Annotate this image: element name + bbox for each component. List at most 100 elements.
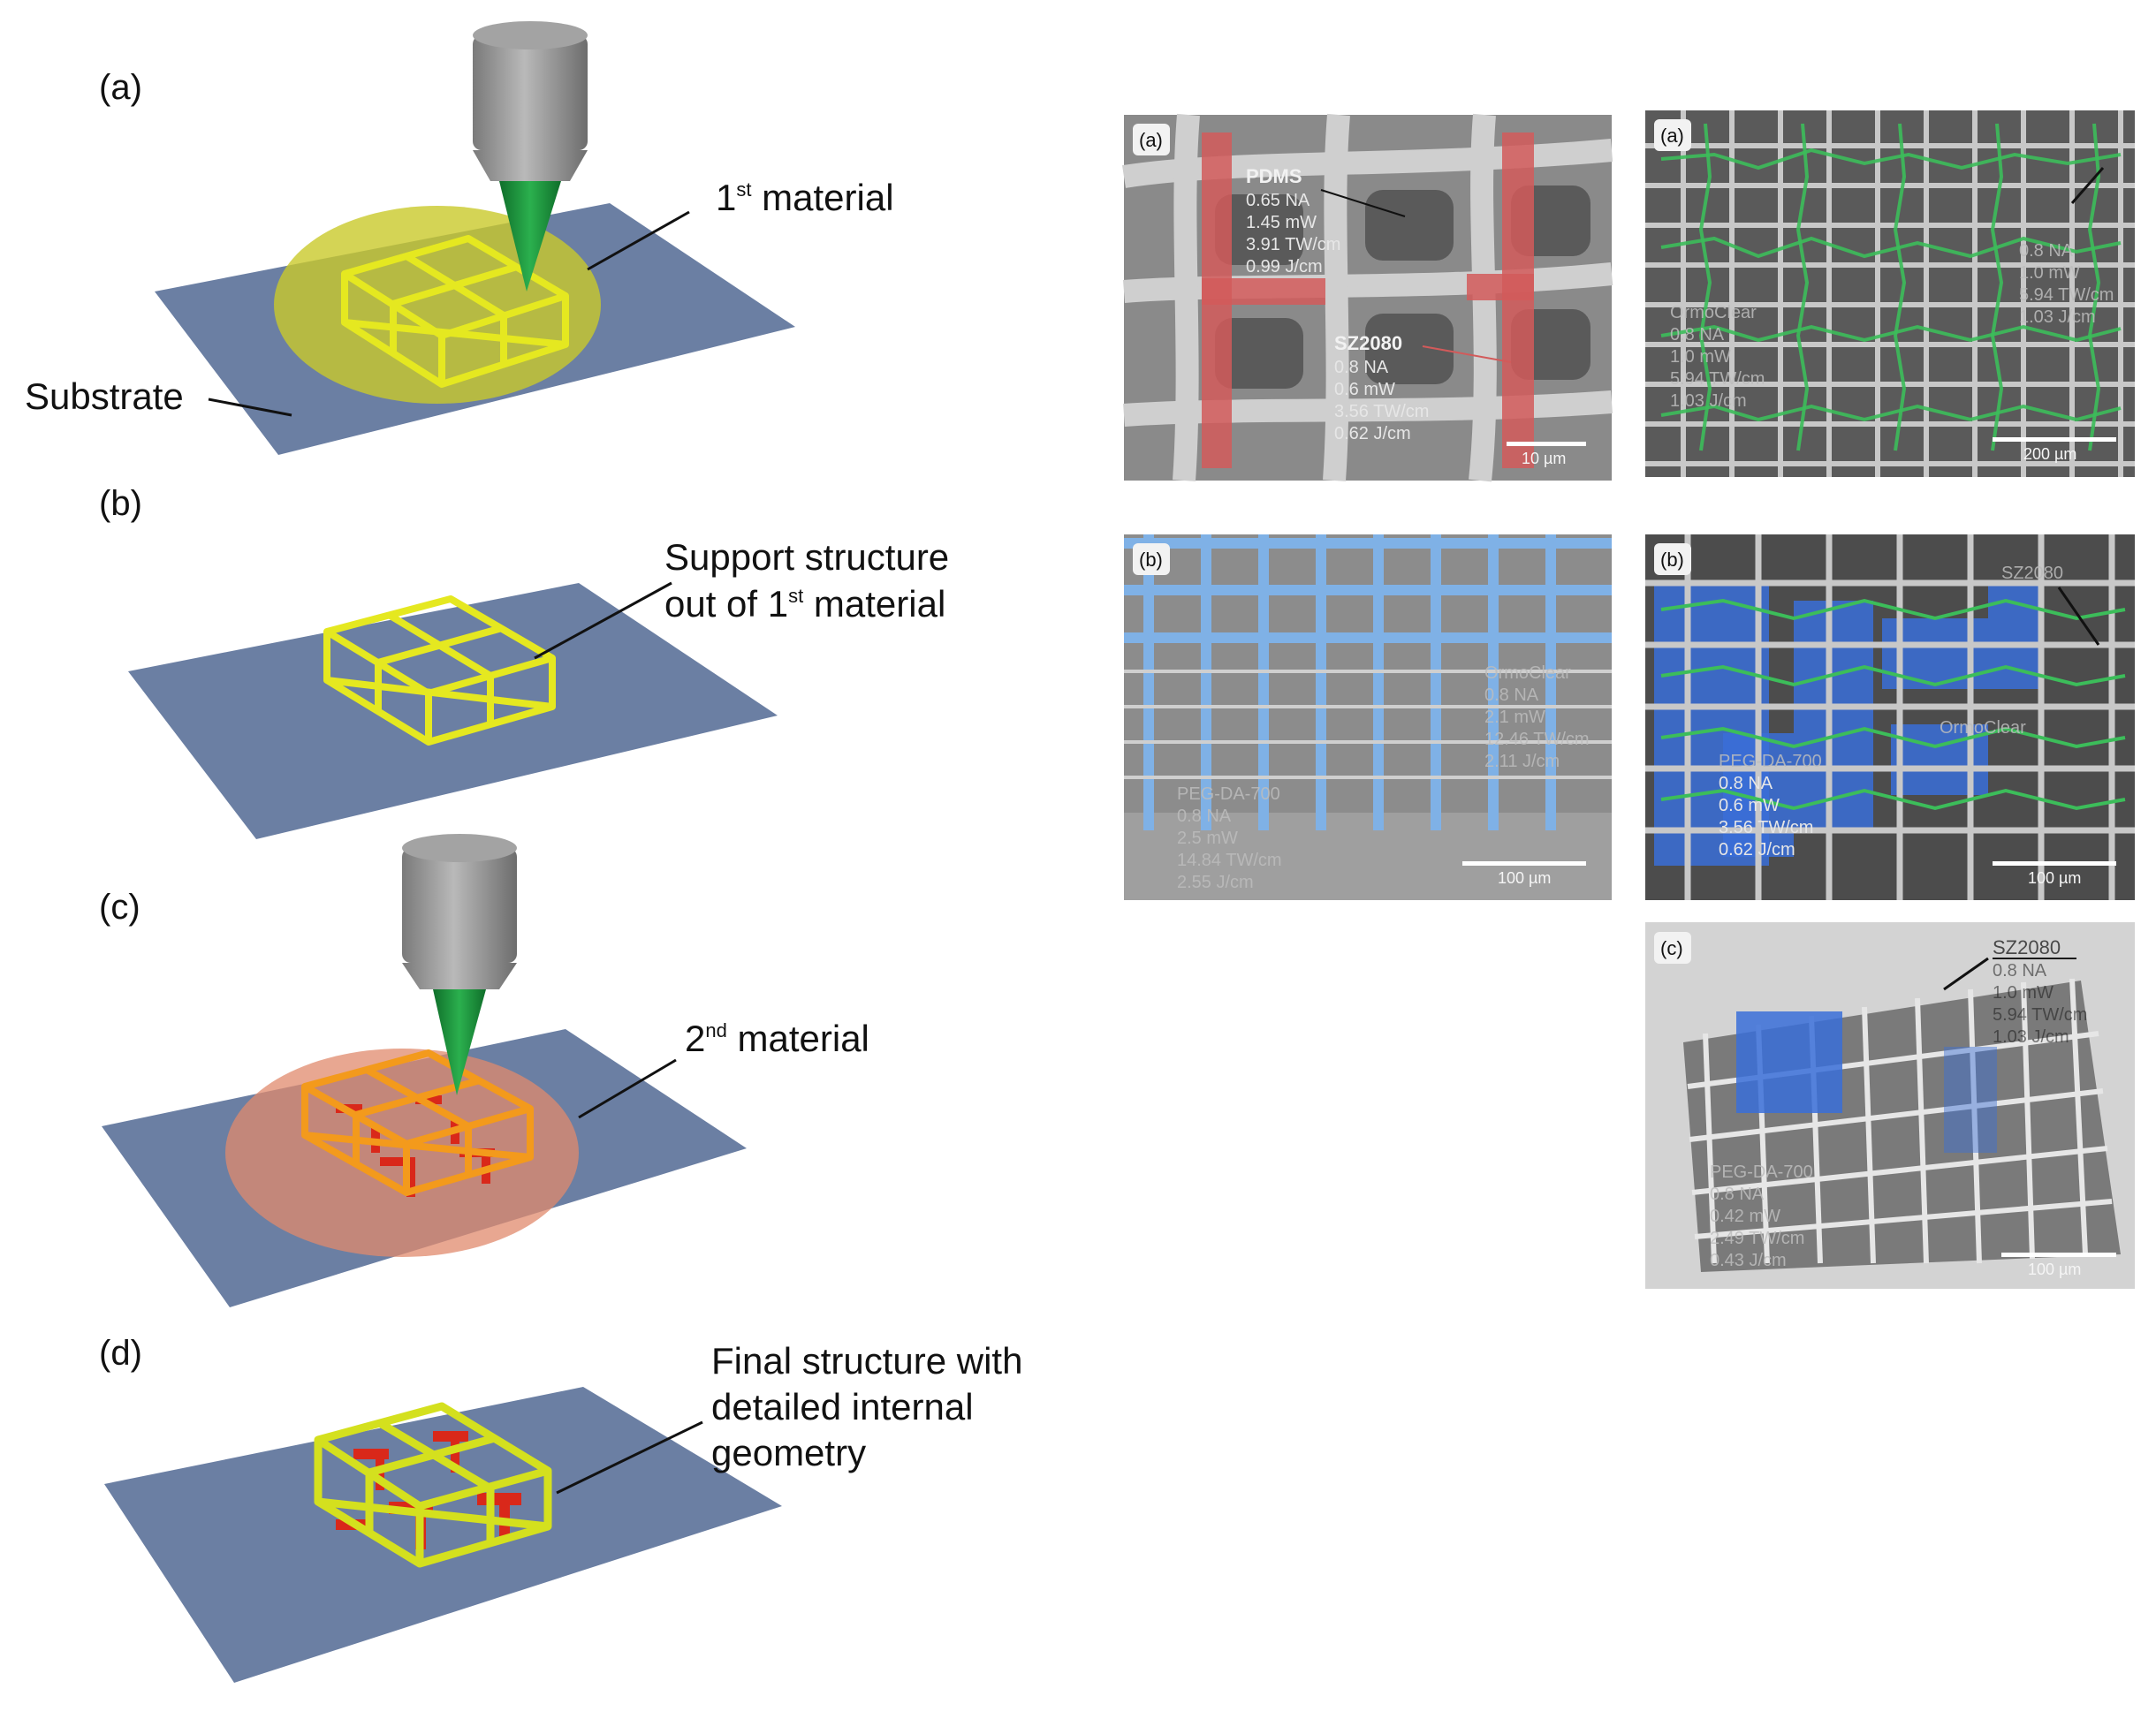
mat2-line-2: 1.0 mW xyxy=(2019,263,2080,283)
mat1-line-2: 1.0 mW xyxy=(1670,347,1731,367)
step-b-label: (b) xyxy=(99,484,142,523)
mat2-line-3: 5.94 TW/cm xyxy=(2019,285,2114,305)
mat3-line-3: 3.56 TW/cm xyxy=(1719,818,1813,837)
substrate-plate xyxy=(128,583,778,839)
laser-beam xyxy=(433,989,486,1095)
callout-leader xyxy=(587,210,690,271)
callout-second-material: 2nd material xyxy=(685,1018,869,1059)
sem-gray-inner xyxy=(1124,670,1612,779)
mat2-arrow xyxy=(1422,345,1512,363)
callout-final-line2: detailed internal xyxy=(711,1386,974,1427)
mat1-line-1: 0.8 NA xyxy=(1670,325,1725,345)
mat1-line-4: 2.11 J/cm xyxy=(1484,752,1560,771)
callout-leader xyxy=(534,581,672,660)
step-b: (b) Support structure out of 1st materia… xyxy=(99,484,949,839)
step-c: (c) 2n xyxy=(99,834,869,1307)
scale-bar xyxy=(1993,437,2116,442)
mat2-name: PEG-DA-700 xyxy=(1177,784,1280,804)
sem-top-left: (a) PDMS 0.65 NA 1.45 mW 3.91 TW/cm 0.99… xyxy=(1121,113,1613,482)
callout-final-line3: geometry xyxy=(711,1432,866,1473)
support-lattice xyxy=(323,595,556,746)
corner-label: (b) xyxy=(1139,549,1163,571)
mat2-line-1: 0.8 NA xyxy=(1710,1185,1765,1204)
mat1-name: PDMS xyxy=(1246,165,1302,187)
objective-lens xyxy=(473,21,588,181)
mat1-line-1: 0.8 NA xyxy=(1993,961,2047,981)
scale-label: 100 µm xyxy=(2028,869,2081,887)
corner-tag xyxy=(1133,124,1170,155)
objective-lens xyxy=(402,834,517,989)
sem-grid xyxy=(1645,110,2135,477)
substrate-plate xyxy=(104,1387,782,1683)
support-lattice xyxy=(341,235,569,388)
mat2-line-1: 0.8 NA xyxy=(2019,241,2074,261)
substrate-leader xyxy=(208,398,292,417)
mat2-line-2: 2.5 mW xyxy=(1177,829,1238,848)
step-d: (d) Final structure with detailed in xyxy=(99,1334,1022,1683)
mat1-line-2: 1.45 mW xyxy=(1246,213,1317,232)
sem-mid-right: (b) SZ2080 OrmoClear PEG-DA-700 0.8 NA 0… xyxy=(1645,534,2135,900)
mat2-line-1: 0.8 NA xyxy=(1177,806,1232,826)
mat1-line-3: 12.46 TW/cm xyxy=(1484,730,1590,749)
callout-first-material: 1st material xyxy=(716,177,894,218)
mat1-line-4: 1.03 J/cm xyxy=(1670,391,1747,411)
mat1-name: OrmoClear xyxy=(1670,303,1757,322)
corner-label: (a) xyxy=(1139,129,1163,151)
mat2-line-3: 14.84 TW/cm xyxy=(1177,851,1282,870)
step-a: (a) 1st material Substrate xyxy=(25,21,894,455)
corner-tag xyxy=(1654,119,1691,151)
mat1-name: SZ2080 xyxy=(2001,564,2063,583)
mat1-line-4: 1.03 J/cm xyxy=(1993,1027,2069,1047)
scale-bar xyxy=(2001,1253,2116,1257)
mat2-line-4: 1.03 J/cm xyxy=(2019,307,2096,327)
mat2-line-4: 0.43 J/cm xyxy=(1710,1251,1787,1270)
sem-grid xyxy=(1121,113,1613,482)
second-material-droplet xyxy=(225,1049,579,1257)
sem-green-overlay xyxy=(1660,598,2126,811)
mat1-line-2: 2.1 mW xyxy=(1484,708,1545,727)
step-d-label: (d) xyxy=(99,1334,142,1373)
mat3-line-2: 0.6 mW xyxy=(1719,796,1780,815)
mat2-name: PEG-DA-700 xyxy=(1710,1162,1813,1182)
callout-final-line1: Final structure with xyxy=(711,1340,1022,1382)
sem-mid-left: (b) OrmoClear 0.8 NA 2.1 mW 12.46 TW/cm … xyxy=(1124,534,1612,900)
mat3-line-1: 0.8 NA xyxy=(1719,774,1773,793)
mat2-name: SZ2080 xyxy=(1334,332,1402,354)
mat1-line-3: 3.91 TW/cm xyxy=(1246,235,1340,254)
sem-bottom-right: (c) SZ2080 0.8 NA 1.0 mW 5.94 TW/cm 1.03… xyxy=(1645,922,2135,1289)
scale-label: 100 µm xyxy=(1498,869,1551,887)
callout-support-line2: out of 1st material xyxy=(664,583,945,625)
sem-grid xyxy=(1645,534,2135,900)
mat2-line-1: 0.8 NA xyxy=(1334,358,1389,377)
mat3-name: PEG-DA-700 xyxy=(1719,752,1822,771)
mat1-line-3: 5.94 TW/cm xyxy=(1993,1005,2087,1025)
corner-label: (b) xyxy=(1660,549,1684,571)
scale-label: 200 µm xyxy=(2023,445,2076,463)
corner-label: (c) xyxy=(1660,937,1683,959)
scale-bar xyxy=(1507,442,1586,446)
mat2-line-2: 0.42 mW xyxy=(1710,1207,1780,1226)
sem-blue-block xyxy=(1736,1011,1997,1153)
sem-top-right: (a) OrmoClear 0.8 NA 1.0 mW 5.94 TW/cm 1… xyxy=(1645,110,2135,477)
mat1-line-4: 0.99 J/cm xyxy=(1246,257,1323,276)
mat1-line-3: 5.94 TW/cm xyxy=(1670,369,1765,389)
final-lattice xyxy=(314,1402,552,1568)
corner-tag xyxy=(1654,543,1691,575)
callout-support-line1: Support structure xyxy=(664,536,949,578)
mat2-line-4: 2.55 J/cm xyxy=(1177,873,1254,892)
sem-blue-grid xyxy=(1124,534,1612,830)
mat2-line-3: 2.49 TW/cm xyxy=(1710,1229,1804,1248)
corner-label: (a) xyxy=(1660,125,1684,147)
callout-leader xyxy=(556,1420,703,1495)
scale-label: 10 µm xyxy=(1522,450,1566,467)
mat2-line-3: 3.56 TW/cm xyxy=(1334,402,1429,421)
mat1-arrow xyxy=(1320,189,1406,217)
first-material-droplet xyxy=(274,206,601,404)
step-c-label: (c) xyxy=(99,888,140,927)
scale-label: 100 µm xyxy=(2028,1261,2081,1278)
mat2-name: OrmoClear xyxy=(1940,718,2026,738)
mat2-line-2: 0.6 mW xyxy=(1334,380,1395,399)
mat1-line-1: 0.8 NA xyxy=(1484,685,1539,705)
